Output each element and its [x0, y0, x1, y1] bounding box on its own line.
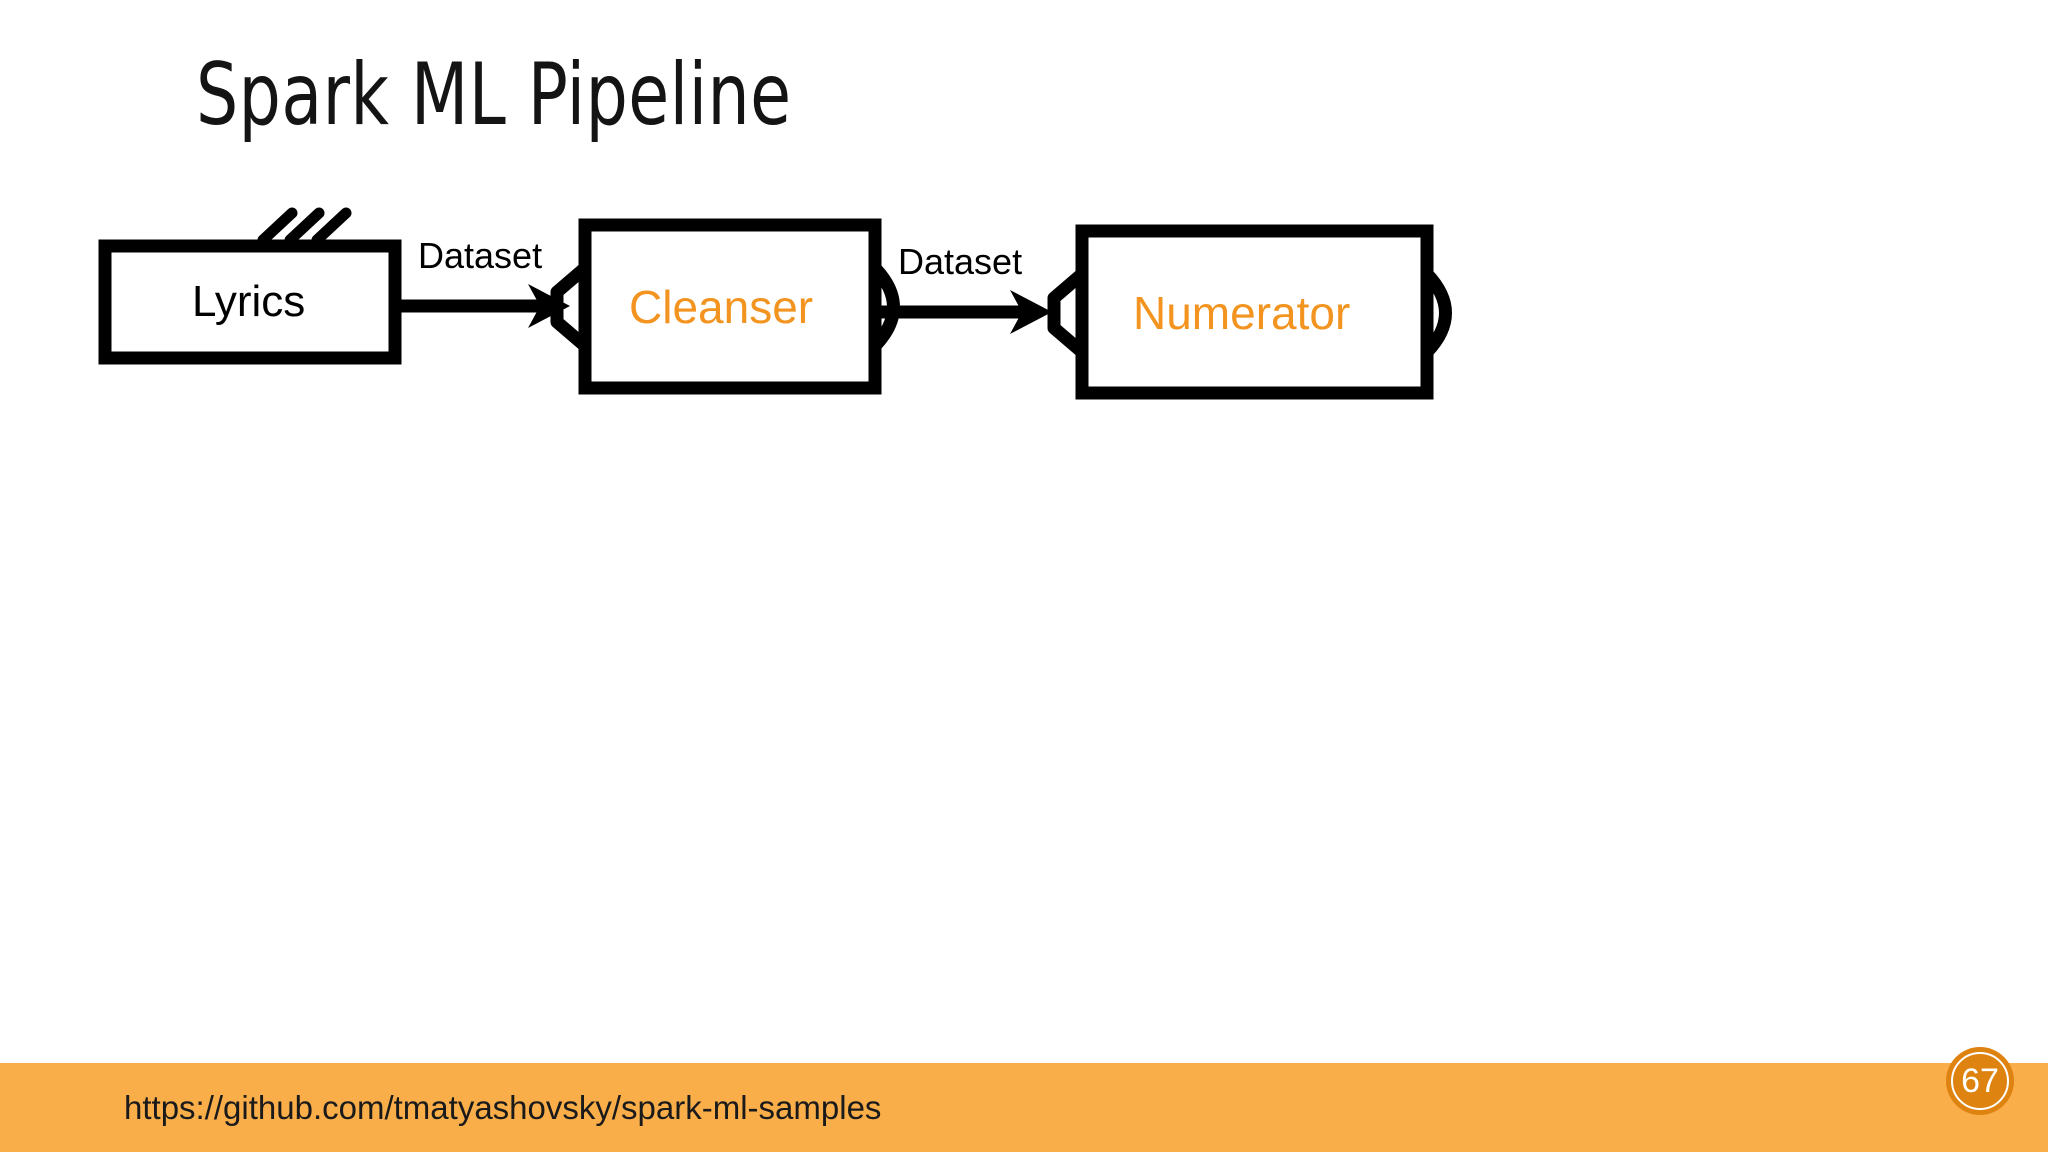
node-label-numerator: Numerator	[1133, 287, 1351, 339]
footer-bar: https://github.com/tmatyashovsky/spark-m…	[0, 1063, 2048, 1152]
edge-lyrics-to-cleanser	[398, 284, 570, 328]
page-number-badge: 67	[1946, 1047, 2014, 1115]
lyrics-tear-marks	[257, 207, 352, 246]
node-label-cleanser: Cleanser	[629, 281, 814, 333]
page-title: Spark ML Pipeline	[196, 45, 792, 145]
page-number-label: 67	[1961, 1062, 1999, 1100]
cleanser-box	[578, 218, 882, 395]
node-label-lyrics: Lyrics	[192, 277, 306, 326]
edge-label-dataset-2: Dataset	[898, 241, 1023, 282]
edge-label-dataset-1: Dataset	[418, 235, 543, 276]
node-cleanser	[550, 218, 900, 395]
numerator-input-port	[1047, 269, 1087, 357]
numerator-output-port	[1422, 269, 1452, 357]
node-lyrics	[98, 207, 402, 365]
edge-1-arrowhead	[528, 284, 570, 328]
lyrics-box	[98, 239, 402, 365]
cleanser-input-port	[550, 263, 590, 351]
edge-cleanser-to-numerator	[880, 290, 1052, 334]
pipeline-diagram: Lyrics Cleanser Numerator Dataset Datase…	[0, 0, 2048, 560]
edge-2-arrowhead	[1010, 290, 1052, 334]
numerator-box	[1075, 224, 1434, 400]
pipeline-diagram-svg	[98, 207, 1452, 400]
footer-url-link[interactable]: https://github.com/tmatyashovsky/spark-m…	[124, 1088, 882, 1126]
node-numerator	[1047, 224, 1452, 400]
